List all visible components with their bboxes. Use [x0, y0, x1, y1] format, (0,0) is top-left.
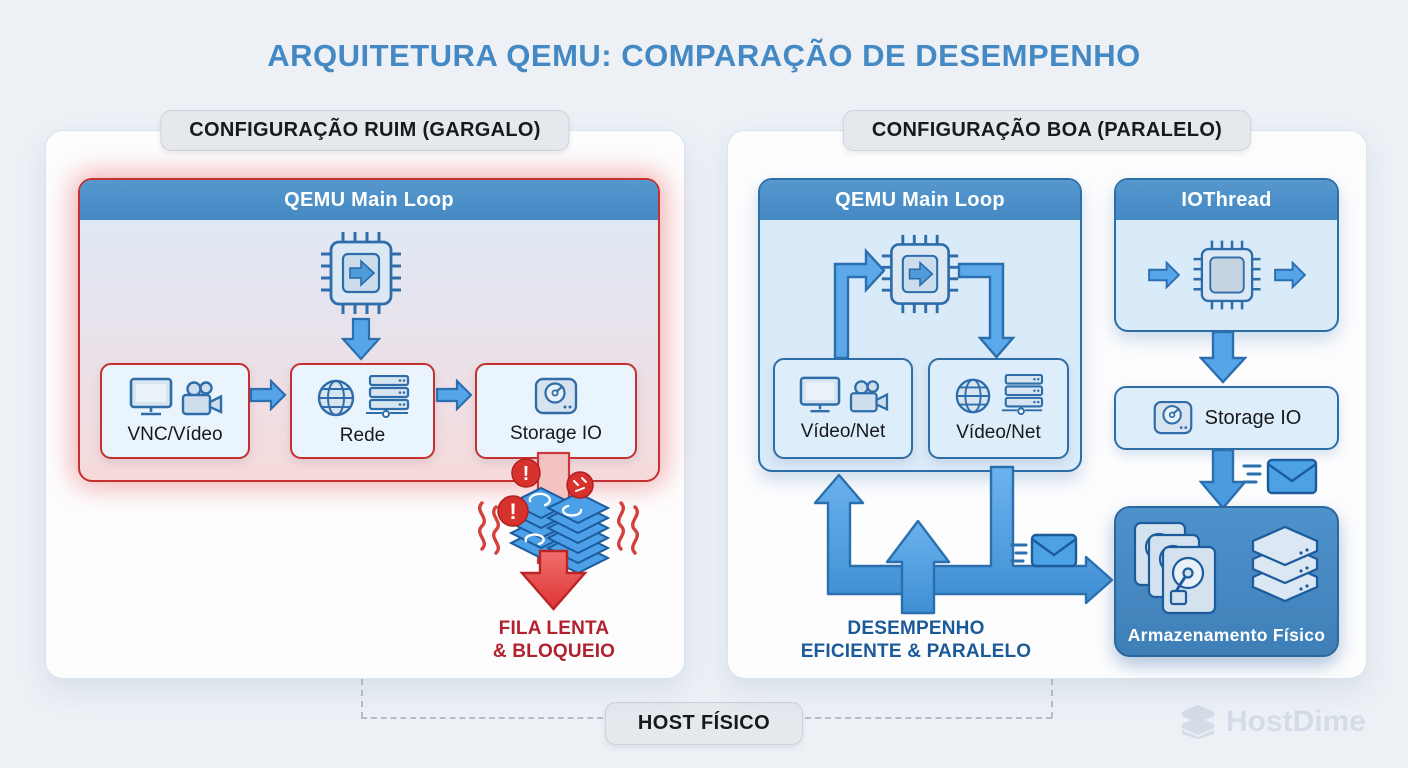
watermark-text: HostDime — [1225, 705, 1366, 738]
warning-icon: ! — [497, 495, 529, 527]
monitor-icon — [799, 376, 840, 412]
component-label: VNC/Vídeo — [127, 424, 223, 445]
hostdime-logo-icon — [1181, 705, 1214, 739]
component-label: Rede — [339, 425, 386, 446]
iothread-title: IOThread — [1116, 180, 1337, 220]
bottleneck-caption-line2: & BLOQUEIO — [492, 641, 616, 662]
component-video-net-1: Vídeo/Net — [773, 358, 913, 459]
good-config-label: CONFIGURAÇÃO BOA (PARALELO) — [842, 110, 1252, 151]
host-connector-left-horizontal — [361, 717, 613, 719]
arrow-right-icon — [249, 379, 287, 411]
parallel-flow-arrows — [813, 465, 1114, 615]
bad-config-label: CONFIGURAÇÃO RUIM (GARGALO) — [160, 110, 570, 151]
heat-squiggles-icon — [478, 501, 639, 555]
arrow-right-icon — [435, 379, 473, 411]
arrow-right-icon — [1147, 261, 1180, 289]
panel-bad-configuration: CONFIGURAÇÃO RUIM (GARGALO) QEMU Main Lo… — [45, 110, 685, 679]
network-globe-icon — [955, 378, 991, 413]
component-label: Storage IO — [510, 423, 602, 444]
qemu-main-loop-box-bad: QEMU Main Loop — [78, 178, 660, 482]
server-stack-icon — [1001, 373, 1044, 415]
arrow-down-icon — [1199, 448, 1247, 510]
storage-io-box: Storage IO — [1114, 386, 1339, 450]
host-connector-right-vertical — [1051, 679, 1053, 718]
storage-disk-icon — [534, 377, 578, 415]
arrow-right-icon — [1273, 261, 1306, 289]
component-video-net-2: Vídeo/Net — [928, 358, 1069, 459]
host-connector-left-vertical — [361, 679, 363, 718]
feedback-loop-arrow — [813, 465, 1114, 605]
arrow-down-red-icon — [519, 549, 588, 611]
cpu-chip-icon — [321, 232, 401, 314]
arrow-up-right-icon — [833, 247, 886, 360]
component-label: Vídeo/Net — [800, 420, 886, 442]
video-camera-icon — [849, 379, 888, 412]
watermark-logo: HostDime — [1179, 704, 1366, 740]
arrow-up-icon — [885, 519, 951, 615]
parallel-caption-line2: EFICIENTE & PARALELO — [800, 641, 1032, 662]
storage-io-label: Storage IO — [1204, 406, 1302, 429]
broken-link-icon — [566, 471, 594, 499]
component-label: Vídeo/Net — [956, 421, 1041, 443]
page-title: ARQUITETURA QEMU: COMPARAÇÃO DE DESEMPEN… — [267, 38, 1141, 73]
qemu-main-loop-box-good: QEMU Main Loop — [758, 178, 1082, 472]
iothread-box: IOThread — [1114, 178, 1339, 332]
loop-arrows — [833, 247, 1016, 360]
bottleneck-caption-line1: FILA LENTA — [498, 618, 610, 639]
parallel-caption: DESEMPENHO EFICIENTE & PARALELO — [791, 617, 1041, 663]
message-envelope-icon — [1010, 533, 1078, 568]
server-tower-icon — [1251, 525, 1318, 603]
monitor-icon — [129, 377, 172, 416]
network-globe-icon — [317, 379, 355, 417]
bottleneck-caption: FILA LENTA & BLOQUEIO — [454, 617, 654, 663]
server-stack-icon — [366, 375, 410, 418]
host-connector-right-horizontal — [795, 717, 1052, 719]
qemu-main-loop-title-good: QEMU Main Loop — [760, 180, 1080, 220]
warning-icon: ! — [511, 458, 541, 488]
cpu-chip-icon — [881, 234, 959, 314]
component-rede: Rede — [290, 363, 435, 459]
physical-storage-label: Armazenamento Físico — [1127, 625, 1326, 645]
panel-good-configuration: CONFIGURAÇÃO BOA (PARALELO) QEMU Main Lo… — [727, 110, 1367, 679]
svg-text:!: ! — [509, 499, 516, 524]
blocked-queue-graphic: ! ! — [478, 451, 639, 611]
svg-text:!: ! — [523, 463, 530, 485]
plate-doodles — [524, 492, 583, 546]
component-storage-io: Storage IO — [475, 363, 637, 459]
storage-disk-icon — [1153, 400, 1192, 434]
message-envelope-icon — [1242, 458, 1318, 495]
arrow-right-down-icon — [957, 262, 1016, 359]
parallel-caption-line1: DESEMPENHO — [847, 618, 985, 639]
arrow-down-icon — [1199, 330, 1247, 384]
cpu-chip-icon — [1193, 240, 1260, 310]
physical-storage-box: Armazenamento Físico — [1114, 506, 1339, 657]
video-camera-icon — [181, 381, 222, 416]
host-fisico-badge: HOST FÍSICO — [604, 702, 804, 745]
arrow-down-icon — [341, 317, 381, 361]
component-vnc-video: VNC/Vídeo — [100, 363, 250, 459]
qemu-main-loop-title-bad: QEMU Main Loop — [80, 180, 658, 220]
hard-drive-stack-icon — [1133, 521, 1216, 615]
